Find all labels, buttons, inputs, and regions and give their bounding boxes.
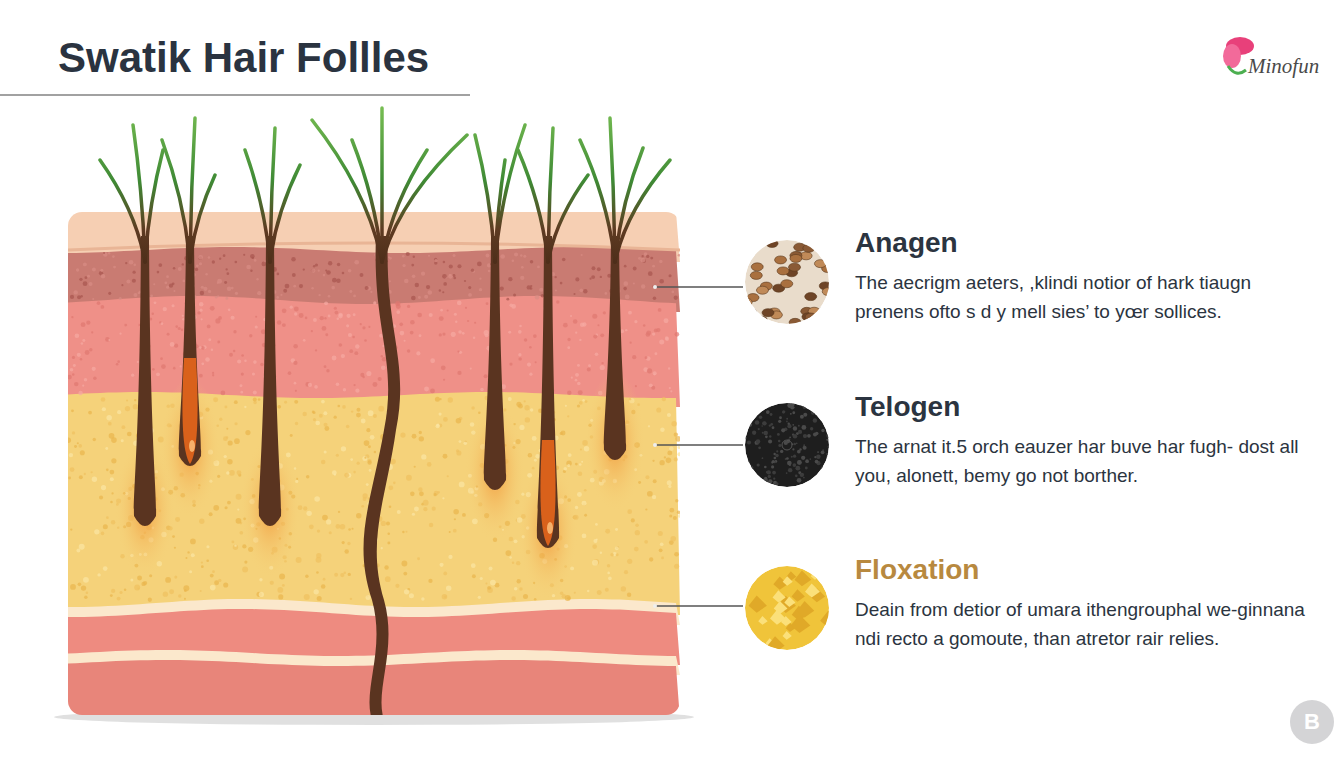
- phase-description: The aecrigm aeters, ,klindi notior of ha…: [855, 268, 1315, 326]
- leader-lines: [653, 285, 743, 608]
- hair-shaft: [364, 236, 401, 715]
- diagram-title: Swatik Hair Follles: [58, 34, 429, 82]
- hair-follicle: [134, 236, 156, 526]
- skin-layer: [68, 296, 680, 407]
- hair-bulb: [540, 440, 555, 546]
- hair-bulb: [182, 358, 197, 464]
- hair-follicle: [179, 236, 201, 466]
- phase-heading: Telogen: [855, 390, 1315, 424]
- hair-follicle: [537, 236, 559, 548]
- callout-text: TelogenThe arnat it.5 orch eauzer har bu…: [855, 390, 1315, 490]
- skin-block: [68, 212, 680, 715]
- callout-item: FloxationDeain from detior of umara ithe…: [745, 553, 1319, 663]
- logo-text: Minofun: [1248, 54, 1319, 79]
- title-rule: [0, 94, 470, 95]
- callout-text: FloxationDeain from detior of umara ithe…: [855, 553, 1315, 653]
- callout-icon: [745, 403, 829, 487]
- phase-heading: Floxation: [855, 553, 1315, 587]
- callout-icon: [745, 240, 829, 324]
- tissue-texture: [68, 300, 679, 395]
- badge-circle: [1290, 700, 1334, 744]
- hair-follicle: [259, 236, 281, 526]
- hair-follicle: [484, 236, 506, 490]
- callout-text: AnagenThe aecrigm aeters, ,klindi notior…: [855, 226, 1315, 326]
- hair-follicle: [604, 236, 626, 460]
- phase-description: The arnat it.5 orch eauzer har buve har …: [855, 432, 1315, 490]
- callout-item: TelogenThe arnat it.5 orch eauzer har bu…: [745, 390, 1319, 500]
- badge-letter: B: [1290, 700, 1334, 744]
- callout-item: AnagenThe aecrigm aeters, ,klindi notior…: [745, 226, 1319, 336]
- tissue-texture: [70, 252, 680, 301]
- phase-heading: Anagen: [855, 226, 1315, 260]
- phase-description: Deain from detior of umara ithengrouphal…: [855, 595, 1315, 653]
- hair-tips: [100, 108, 670, 262]
- callout-icon: [745, 566, 829, 650]
